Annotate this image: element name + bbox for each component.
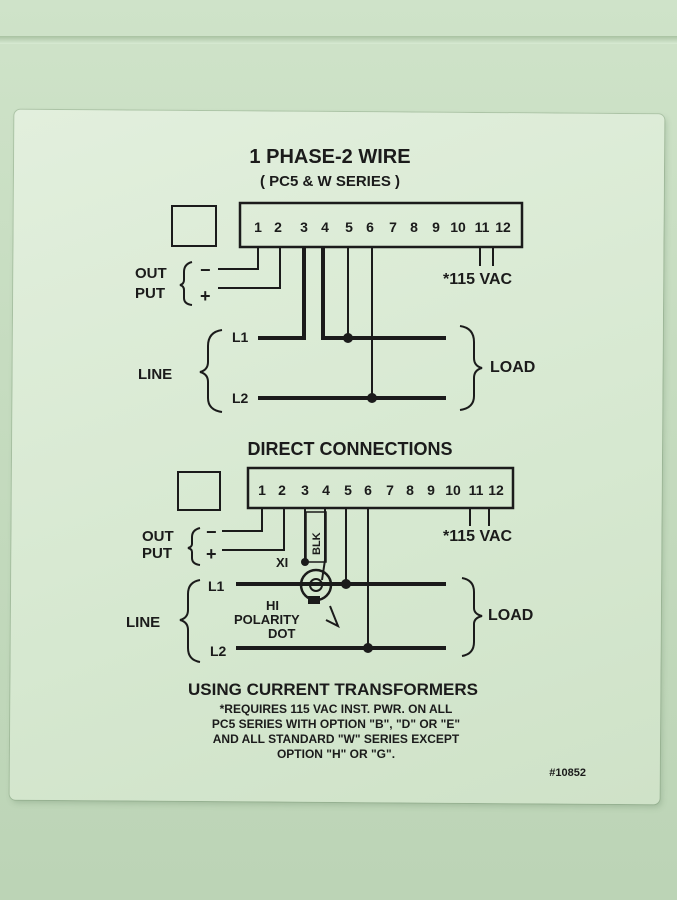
bottom-terminal-8: 8 — [406, 482, 414, 498]
hi-label: HI — [266, 598, 279, 613]
bottom-terminal-7: 7 — [386, 482, 394, 498]
top-line-brace — [199, 329, 223, 413]
polarity-dot-marker — [308, 596, 320, 604]
footer-note-line-4: OPTION "H" OR "G". — [277, 747, 395, 761]
top-terminal-12: 12 — [495, 219, 511, 235]
bottom-power-label: *115 VAC — [443, 528, 513, 545]
top-load-brace — [459, 325, 483, 411]
top-terminal-2: 2 — [274, 219, 282, 235]
top-terminal-numbers: 1 2 3 4 5 6 7 8 9 10 11 12 — [254, 219, 511, 235]
top-plus-sign: + — [200, 286, 211, 306]
bottom-junction-dot-l1 — [341, 579, 351, 589]
footer-heading: USING CURRENT TRANSFORMERS — [188, 680, 478, 699]
top-diagram-subtitle: ( PC5 & W SERIES ) — [260, 173, 400, 190]
blk-lead-label: BLK — [311, 532, 323, 555]
polarity-label: POLARITY — [234, 612, 300, 627]
bottom-terminal-1: 1 — [258, 482, 266, 498]
bottom-wiring — [222, 508, 490, 650]
top-junction-dot-l1 — [343, 333, 353, 343]
top-minus-sign: − — [200, 260, 211, 280]
top-out-label: OUT — [135, 265, 167, 282]
top-l1-label: L1 — [232, 329, 249, 345]
bottom-plus-sign: + — [206, 544, 217, 564]
bottom-terminal-2: 2 — [278, 482, 286, 498]
top-indicator-square — [171, 205, 217, 247]
top-junction-dot-l2 — [367, 393, 377, 403]
top-put-label: PUT — [135, 285, 165, 302]
top-l2-label: L2 — [232, 390, 249, 406]
top-line-label: LINE — [138, 366, 172, 383]
top-terminal-10: 10 — [450, 219, 466, 235]
part-number: #10852 — [549, 767, 586, 779]
top-diagram-title: 1 PHASE-2 WIRE — [249, 146, 410, 168]
bottom-terminal-9: 9 — [427, 482, 435, 498]
bottom-terminal-6: 6 — [364, 482, 372, 498]
top-load-label: LOAD — [490, 359, 535, 376]
bottom-load-label: LOAD — [488, 607, 533, 624]
bottom-indicator-square — [177, 471, 221, 511]
top-terminal-9: 9 — [432, 219, 440, 235]
bottom-line-label: LINE — [126, 614, 160, 631]
bottom-l2-label: L2 — [210, 643, 227, 659]
bottom-terminal-3: 3 — [301, 482, 309, 498]
bottom-line-brace — [179, 579, 201, 663]
bottom-diagram-title: DIRECT CONNECTIONS — [247, 439, 452, 459]
top-terminal-1: 1 — [254, 219, 262, 235]
bottom-terminal-10: 10 — [445, 482, 461, 498]
bottom-terminal-12: 12 — [488, 482, 504, 498]
top-terminal-11: 11 — [475, 219, 490, 235]
top-terminal-4: 4 — [321, 219, 329, 235]
top-terminal-5: 5 — [345, 219, 353, 235]
bottom-load-brace — [461, 577, 483, 657]
polarity-pointer-arrow — [325, 605, 340, 629]
x1-terminal-dot — [301, 558, 309, 566]
top-power-label: *115 VAC — [443, 271, 513, 288]
cabinet-door-seam — [0, 36, 677, 44]
bottom-junction-dot-l2 — [363, 643, 373, 653]
bottom-terminal-5: 5 — [344, 482, 352, 498]
top-terminal-strip — [238, 201, 524, 249]
top-output-brace — [179, 261, 193, 306]
top-terminal-8: 8 — [410, 219, 418, 235]
footer-note-line-2: PC5 SERIES WITH OPTION "B", "D" OR "E" — [212, 717, 460, 731]
dot-label: DOT — [268, 626, 296, 641]
bottom-put-label: PUT — [142, 545, 172, 562]
bottom-out-label: OUT — [142, 528, 174, 545]
top-terminal-3: 3 — [300, 219, 308, 235]
bottom-minus-sign: − — [206, 522, 217, 542]
bottom-terminal-11: 11 — [469, 482, 484, 498]
top-terminal-6: 6 — [366, 219, 374, 235]
top-wiring — [218, 247, 494, 400]
current-transformer-core — [309, 578, 323, 592]
x1-label: XI — [276, 555, 288, 570]
footer-note-line-1: *REQUIRES 115 VAC INST. PWR. ON ALL — [220, 702, 453, 716]
top-terminal-7: 7 — [389, 219, 397, 235]
bottom-l1-label: L1 — [208, 578, 225, 594]
bottom-terminal-strip — [246, 466, 515, 510]
footer-note-line-3: AND ALL STANDARD "W" SERIES EXCEPT — [213, 732, 460, 746]
bottom-terminal-numbers: 1 2 3 4 5 6 7 8 9 10 11 12 — [258, 482, 504, 498]
bottom-terminal-4: 4 — [322, 482, 330, 498]
bottom-output-brace — [187, 527, 201, 566]
blk-lead-outline — [305, 511, 327, 563]
